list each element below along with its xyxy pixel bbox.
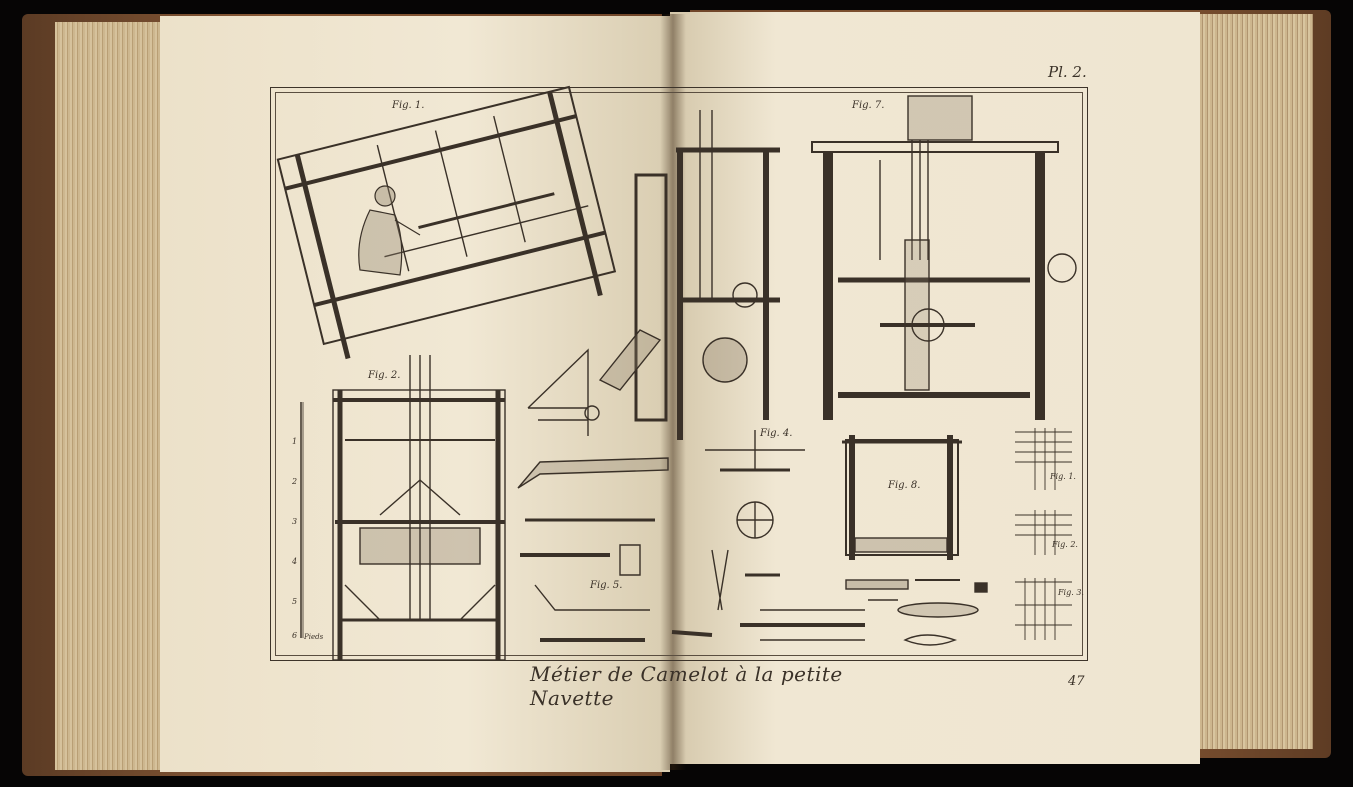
scale-bar: [300, 402, 304, 638]
weave-fig1-label: Fig. 1.: [1050, 472, 1076, 481]
scale-tick-1: 1: [292, 437, 298, 446]
scale-unit: Pieds: [304, 633, 324, 641]
fig4-reel: [671, 430, 865, 641]
fig1-loom-perspective: [276, 85, 617, 360]
scale-tick-5: 5: [292, 597, 298, 606]
scale-tick-4: 4: [292, 557, 298, 566]
engraving-plate-inner-border: [275, 92, 1083, 656]
scale-tick-6: 6: [292, 631, 298, 640]
fig5-label: Fig. 5.: [590, 580, 623, 591]
fig1-weaver: [358, 185, 421, 276]
scale-tick-3: 3: [292, 517, 298, 526]
left-page: [160, 16, 670, 772]
tools-set: [845, 579, 988, 646]
weave-fig2-label: Fig. 2.: [1052, 540, 1078, 549]
fig4-label: Fig. 4.: [760, 428, 793, 439]
fig5-parts: [517, 457, 669, 642]
fig1-label: Fig. 1.: [392, 100, 425, 111]
fig2-label: Fig. 2.: [368, 370, 401, 381]
scale-tick-2: 2: [292, 477, 298, 486]
right-page: [670, 12, 1200, 764]
weave-fig3-label: Fig. 3.: [1058, 588, 1084, 597]
fig8-frame: [842, 435, 962, 560]
fig7-loom-elevation: [811, 95, 1077, 420]
weave-diagrams: [1015, 428, 1072, 640]
fig2-loom-front: [332, 355, 506, 661]
right-page-edges: [1195, 14, 1313, 749]
loom-side-elevation: [598, 110, 780, 440]
fig8-label: Fig. 8.: [888, 480, 921, 491]
fig7-label: Fig. 7.: [852, 100, 885, 111]
plate-number: Pl. 2.: [1048, 63, 1087, 81]
page-number: 47: [1068, 674, 1085, 689]
plate-caption: Métier de Camelot à la petite Navette: [530, 662, 843, 710]
engraving-plate-border: [270, 87, 1088, 661]
bracket-detail: [527, 348, 600, 436]
left-page-edges: [55, 22, 167, 770]
